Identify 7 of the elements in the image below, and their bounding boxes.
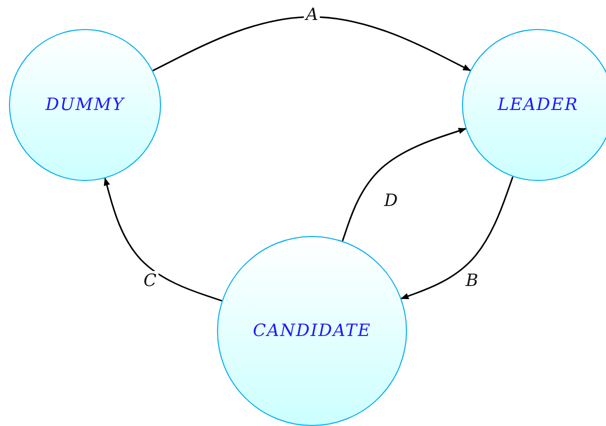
- arrow: [400, 176, 514, 300]
- state-name: DUMMY: [46, 95, 124, 115]
- state-name: LEADER: [498, 95, 578, 115]
- state-name: CANDIDATE: [252, 321, 372, 341]
- arrow: [152, 16, 471, 72]
- arrow: [104, 178, 222, 302]
- arrow: [342, 128, 467, 242]
